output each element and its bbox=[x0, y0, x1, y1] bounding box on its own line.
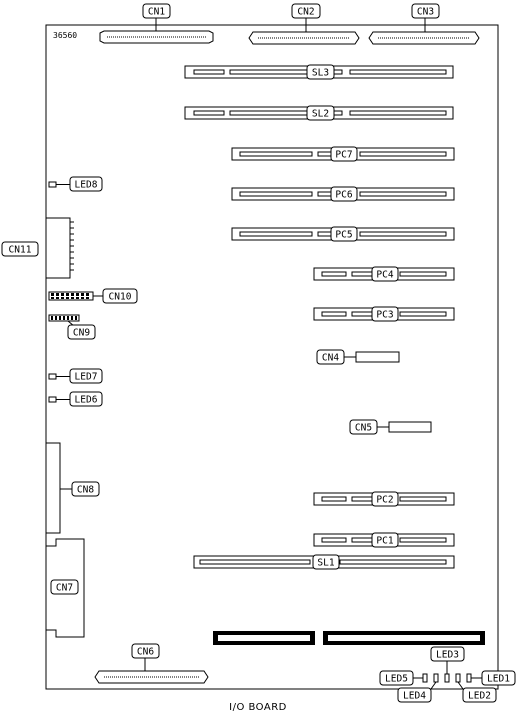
svg-text:SL3: SL3 bbox=[312, 68, 329, 79]
sl2-label: SL2 bbox=[306, 105, 335, 121]
led8-label: LED8 bbox=[69, 176, 103, 192]
cn11-connector bbox=[45, 217, 74, 279]
svg-text:LED4: LED4 bbox=[403, 691, 426, 702]
led1 bbox=[466, 673, 482, 683]
sl1-label: SL1 bbox=[312, 554, 340, 570]
pc2-label: PC2 bbox=[371, 491, 399, 507]
bottom-header-right bbox=[323, 631, 485, 645]
cn9-label: CN9 bbox=[67, 324, 96, 340]
board-id-text: 36560 bbox=[53, 31, 77, 40]
svg-text:LED8: LED8 bbox=[75, 180, 98, 191]
svg-text:LED5: LED5 bbox=[385, 674, 408, 685]
svg-text:CN5: CN5 bbox=[355, 423, 372, 434]
svg-text:PC2: PC2 bbox=[376, 495, 393, 506]
led4 bbox=[430, 673, 439, 690]
svg-text:SL1: SL1 bbox=[317, 558, 334, 569]
cn5-connector bbox=[377, 421, 432, 433]
cn3-connector bbox=[368, 18, 480, 45]
led2 bbox=[455, 673, 464, 690]
cn10-label: CN10 bbox=[102, 288, 138, 304]
svg-text:CN8: CN8 bbox=[77, 485, 94, 496]
svg-text:LED6: LED6 bbox=[75, 395, 98, 406]
svg-text:LED1: LED1 bbox=[487, 674, 510, 685]
svg-text:CN10: CN10 bbox=[109, 292, 132, 303]
led5 bbox=[413, 673, 428, 683]
led8 bbox=[48, 181, 70, 188]
led7 bbox=[48, 373, 70, 380]
cn10-connector bbox=[48, 291, 103, 301]
cn7-label: CN7 bbox=[50, 579, 79, 595]
cn8-connector bbox=[45, 442, 72, 534]
cn2-connector bbox=[248, 18, 360, 45]
cn6-connector bbox=[94, 658, 209, 684]
svg-text:LED7: LED7 bbox=[75, 372, 98, 383]
pc4-label: PC4 bbox=[371, 266, 399, 282]
svg-text:LED2: LED2 bbox=[468, 691, 491, 702]
svg-text:PC7: PC7 bbox=[335, 150, 352, 161]
pc1-label: PC1 bbox=[371, 532, 399, 548]
cn6-label: CN6 bbox=[131, 643, 160, 659]
svg-text:PC1: PC1 bbox=[376, 536, 393, 547]
pc6-label: PC6 bbox=[330, 186, 358, 202]
sl3-slot bbox=[184, 65, 454, 79]
led1-label: LED1 bbox=[481, 670, 516, 686]
svg-text:CN11: CN11 bbox=[9, 245, 32, 256]
svg-text:PC6: PC6 bbox=[335, 190, 352, 201]
cn1-connector bbox=[99, 18, 214, 44]
led5-label: LED5 bbox=[379, 670, 414, 686]
svg-text:PC4: PC4 bbox=[376, 270, 393, 281]
board-caption: I/O BOARD bbox=[229, 702, 287, 713]
svg-text:CN2: CN2 bbox=[297, 7, 314, 18]
pc3-label: PC3 bbox=[371, 306, 399, 322]
svg-text:CN7: CN7 bbox=[56, 583, 73, 594]
svg-text:PC5: PC5 bbox=[335, 230, 352, 241]
svg-text:SL2: SL2 bbox=[312, 109, 329, 120]
svg-text:PC3: PC3 bbox=[376, 310, 393, 321]
cn2-label: CN2 bbox=[291, 3, 321, 19]
cn8-label: CN8 bbox=[71, 481, 100, 497]
led6 bbox=[48, 396, 70, 403]
bottom-header-left bbox=[213, 631, 315, 645]
led4-label: LED4 bbox=[397, 687, 432, 703]
led6-label: LED6 bbox=[69, 391, 103, 407]
cn4-connector bbox=[344, 351, 400, 363]
led7-label: LED7 bbox=[69, 368, 103, 384]
svg-text:CN4: CN4 bbox=[322, 353, 339, 364]
cn4-label: CN4 bbox=[316, 349, 345, 365]
led2-label: LED2 bbox=[462, 687, 497, 703]
cn11-label: CN11 bbox=[1, 241, 39, 257]
sl3-label: SL3 bbox=[306, 64, 335, 80]
led3 bbox=[444, 661, 450, 683]
svg-text:CN1: CN1 bbox=[148, 7, 165, 18]
pc7-label: PC7 bbox=[330, 146, 358, 162]
led3-label: LED3 bbox=[430, 646, 465, 662]
svg-text:LED3: LED3 bbox=[436, 650, 459, 661]
pc5-label: PC5 bbox=[330, 226, 358, 242]
svg-text:CN9: CN9 bbox=[73, 328, 90, 339]
svg-text:CN3: CN3 bbox=[417, 7, 434, 18]
svg-text:CN6: CN6 bbox=[137, 647, 154, 658]
cn1-label: CN1 bbox=[142, 3, 171, 19]
cn3-label: CN3 bbox=[411, 3, 440, 19]
board-outline bbox=[45, 24, 499, 690]
cn9-connector bbox=[48, 314, 80, 327]
cn5-label: CN5 bbox=[349, 419, 378, 435]
